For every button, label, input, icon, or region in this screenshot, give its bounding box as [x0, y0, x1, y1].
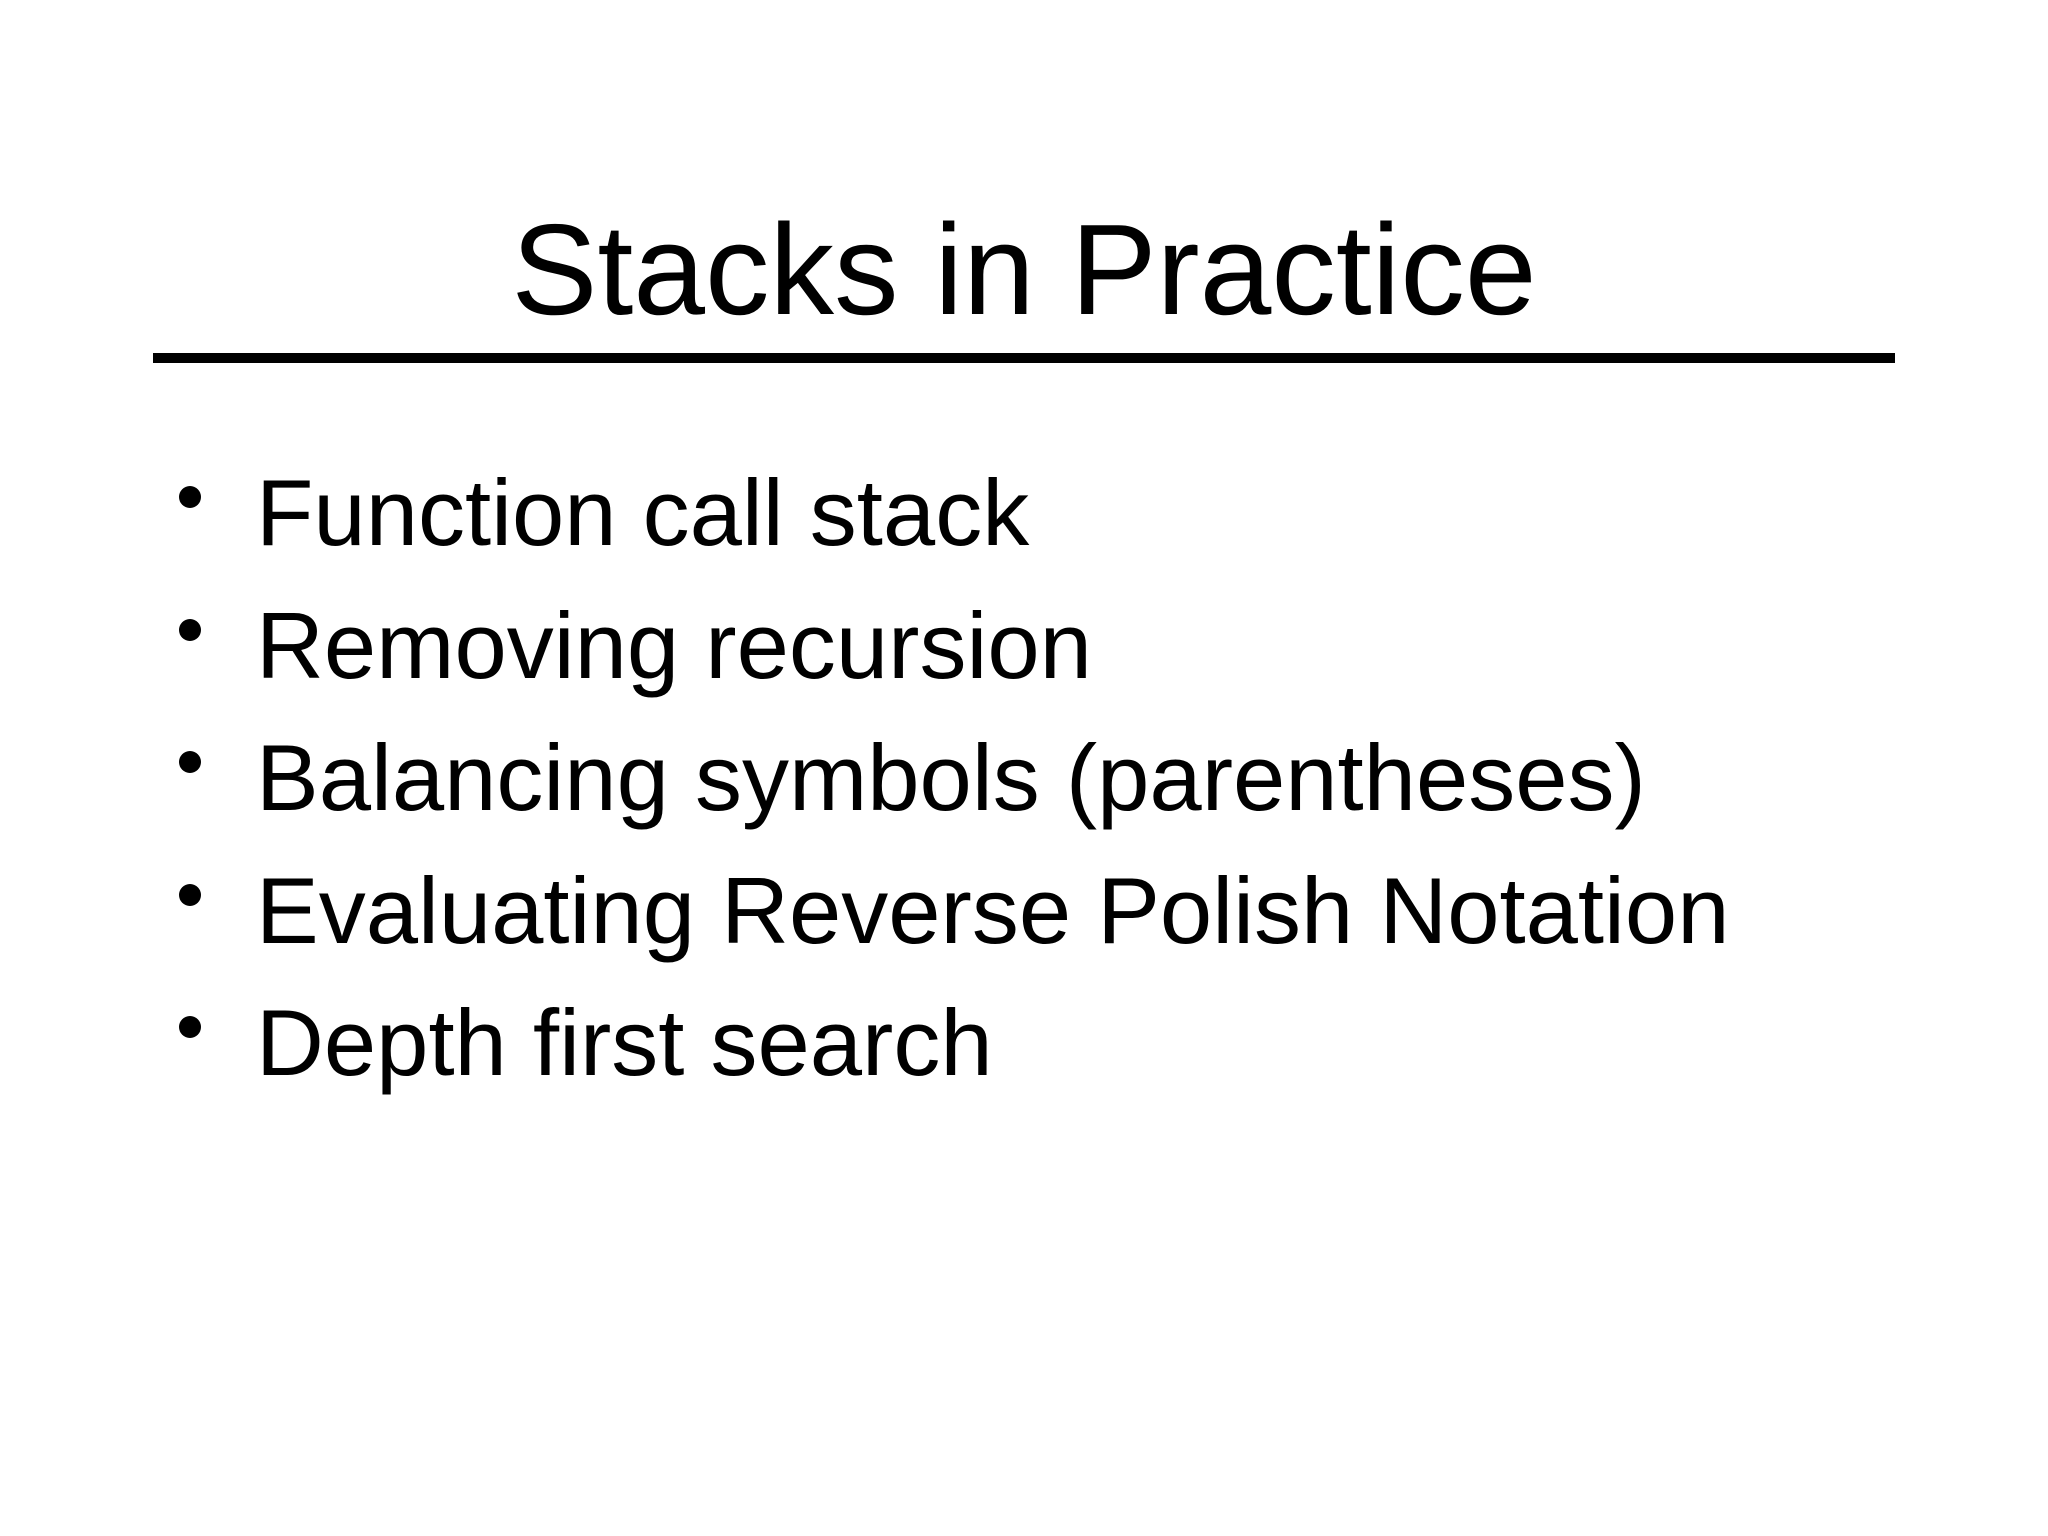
list-item: Balancing symbols (parentheses) [140, 712, 1920, 845]
bullet-dot-icon [179, 883, 201, 906]
bullet-dot-icon [179, 751, 201, 773]
bullet-dot-icon [179, 1016, 201, 1038]
bullet-dot-icon [179, 486, 201, 508]
slide-title: Stacks in Practice [511, 198, 1537, 342]
list-item: Depth first search [140, 977, 1920, 1110]
bullet-text: Removing recursion [256, 592, 1092, 698]
bullet-list: Function call stack Removing recursion B… [140, 447, 1920, 1110]
bullet-text: Balancing symbols (parentheses) [256, 725, 1646, 830]
title-divider [153, 353, 1895, 363]
bullet-text: Depth first search [256, 990, 993, 1095]
bullet-dot-icon [179, 618, 201, 641]
list-item: Function call stack [140, 447, 1920, 580]
list-item: Evaluating Reverse Polish Notation [140, 845, 1920, 978]
bullet-text: Evaluating Reverse Polish Notation [256, 857, 1730, 963]
bullet-text: Function call stack [256, 460, 1030, 565]
list-item: Removing recursion [140, 580, 1920, 713]
